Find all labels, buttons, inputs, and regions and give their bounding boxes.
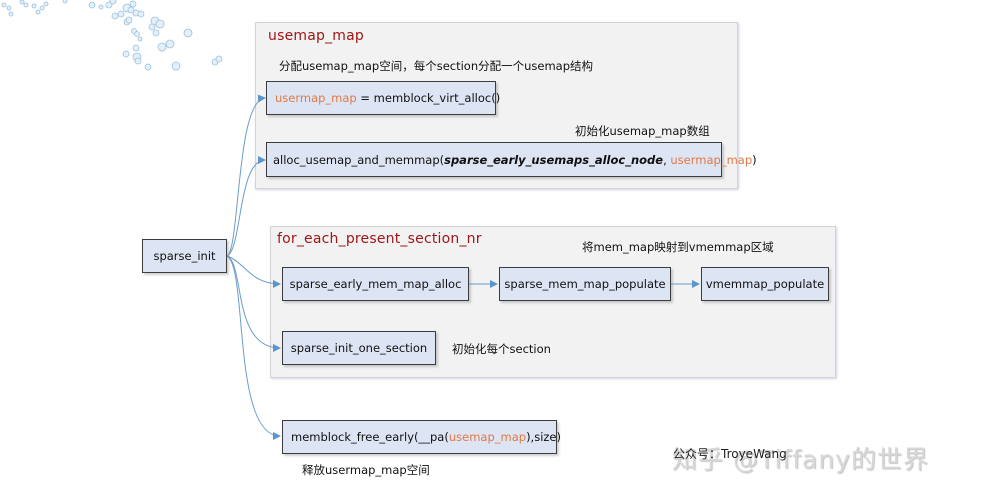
- usermap-map-arg: usermap_map: [670, 152, 753, 167]
- watermark-zhihu: 知乎 @Tiffany的世界: [672, 445, 929, 474]
- alloc-usemap-suffix: ): [752, 152, 757, 167]
- for-each-present-section-group-title: for_each_present_section_nr: [277, 231, 482, 247]
- note-init-each-section: 初始化每个section: [452, 342, 551, 356]
- sparse-init-node[interactable]: sparse_init: [142, 239, 227, 273]
- sparse-mem-map-populate-label: sparse_mem_map_populate: [504, 277, 666, 291]
- watermark-wechat: 公众号：TroyeWang: [673, 447, 787, 461]
- bubble-decoration: [1, 0, 223, 71]
- memblock-free-early-suffix: ),size): [526, 430, 561, 444]
- usermap-map-variable: usermap_map: [275, 91, 357, 105]
- alloc-usemap-prefix: alloc_usemap_and_memmap(: [273, 152, 445, 167]
- sparse-init-one-section-label: sparse_init_one_section: [290, 341, 428, 355]
- sparse-early-mem-map-alloc-node[interactable]: sparse_early_mem_map_alloc: [282, 267, 469, 301]
- note-alloc-usemap-space: 分配usemap_map空间，每个section分配一个usemap结构: [279, 59, 594, 73]
- memblock-virt-alloc-call: = memblock_virt_alloc(): [356, 91, 501, 105]
- alloc-usemap-and-memmap-node[interactable]: alloc_usemap_and_memmap( sparse_early_us…: [266, 142, 757, 177]
- usemap-map-arg: usemap_map: [448, 430, 527, 444]
- sparse-init-one-section-node[interactable]: sparse_init_one_section: [282, 331, 436, 365]
- sparse-init-label: sparse_init: [153, 249, 216, 263]
- sparse-early-usemaps-alloc-node-arg: sparse_early_usemaps_alloc_node: [444, 152, 664, 167]
- note-init-usemap-array: 初始化usemap_map数组: [575, 124, 710, 138]
- memblock-free-early-prefix: memblock_free_early(__pa(: [291, 430, 449, 444]
- vmemmap-populate-node[interactable]: vmemmap_populate: [701, 267, 829, 301]
- vmemmap-populate-label: vmemmap_populate: [705, 277, 825, 291]
- usemap-alloc-node[interactable]: usermap_map = memblock_virt_alloc(): [266, 81, 500, 115]
- note-map-to-vmemmap: 将mem_map映射到vmemmap区域: [582, 240, 774, 254]
- note-free-usemap-space: 释放usermap_map空间: [302, 463, 430, 477]
- memblock-free-early-node[interactable]: memblock_free_early(__pa( usemap_map ),s…: [282, 420, 561, 454]
- for-each-present-section-group: for_each_present_section_nr: [270, 226, 836, 378]
- alloc-usemap-separator: ,: [663, 152, 671, 167]
- usemap-map-group-title: usemap_map: [268, 28, 364, 44]
- sparse-mem-map-populate-node[interactable]: sparse_mem_map_populate: [499, 267, 671, 301]
- sparse-early-mem-map-alloc-label: sparse_early_mem_map_alloc: [289, 277, 462, 291]
